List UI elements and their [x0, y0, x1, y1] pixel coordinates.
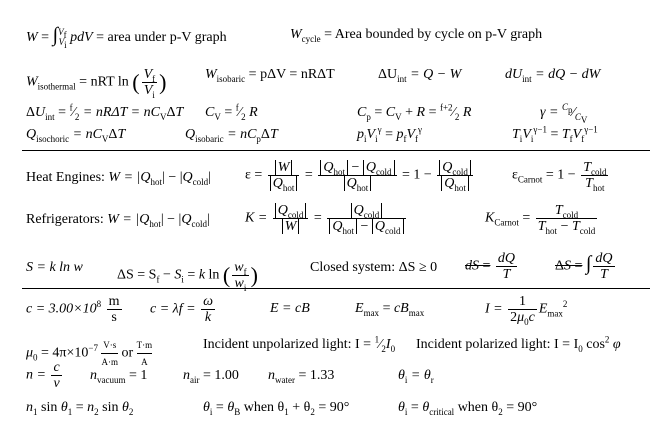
- differential-law-formula: dUint = dQ − dW: [505, 67, 601, 84]
- unit2-den: A: [141, 357, 148, 367]
- gamma-text: γ =: [540, 105, 559, 120]
- brewster-when: when θ: [243, 400, 285, 415]
- unit1-num: V·s: [101, 337, 118, 354]
- diff-law-rhs: = dQ − dW: [535, 67, 601, 82]
- first-law-rhs: = Q − W: [410, 67, 462, 82]
- refrigerators-formula: Refrigerators: W = |Qhot| − |Qcold|: [26, 212, 210, 229]
- refrigerators-label: Refrigerators:: [26, 212, 104, 227]
- cv-formula: CV = f⁄2 R: [205, 102, 258, 122]
- e-cb-text: E = cB: [270, 301, 310, 316]
- adiabatic-tv-formula: TiViγ−1 = TfVfγ−1: [512, 124, 598, 144]
- heat-engines-formula: Heat Engines: W = |Qhot| − |Qcold|: [26, 170, 211, 187]
- adiabatic-p: p: [357, 127, 364, 142]
- unpolarized-light-formula: Incident unpolarized light: I = 1⁄2I0: [203, 334, 396, 354]
- q-isochoric-formula: Qisochoric = nCVΔT: [26, 127, 126, 144]
- unit2-num: T·m: [136, 337, 153, 354]
- heat-engine-work: W = |Q: [108, 170, 151, 185]
- isobaric-work-formula: Wisobaric = pΔV = nRΔT: [205, 67, 335, 84]
- entropy-change-text: ΔS = S: [117, 267, 157, 283]
- first-law-formula: ΔUint = Q − W: [378, 67, 462, 84]
- closed-system-text: Closed system: ΔS ≥ 0: [310, 260, 438, 275]
- reflection-text: = θ: [410, 368, 431, 383]
- polarized-light-formula: Incident polarized light: I = I0 cos2 φ: [416, 334, 621, 354]
- n-air-formula: nair = 1.00: [183, 368, 239, 385]
- carnot-eps: ε: [512, 167, 518, 183]
- intensity-text: I =: [485, 301, 503, 317]
- brewster-sum: + θ: [292, 400, 311, 415]
- area-under-graph-text: = area under p-V graph: [96, 30, 227, 45]
- refractive-index-text: n =: [26, 367, 46, 383]
- e-cb-formula: E = cB: [270, 301, 310, 317]
- critical-theta: θ: [398, 400, 405, 415]
- n-water-value: = 1.33: [298, 368, 335, 383]
- cop-k: K =: [245, 210, 268, 226]
- adiabatic-t: T: [512, 127, 520, 142]
- emax-formula: Emax = cBmax: [355, 301, 425, 318]
- wave-relation-text: c = λf =: [150, 301, 196, 317]
- diff-law-du: dU: [505, 67, 523, 82]
- cp-symbol: C: [357, 105, 367, 120]
- critical-when: when θ: [457, 400, 499, 415]
- q-isobaric-formula: Qisobaric = nCpΔT: [185, 127, 278, 144]
- heat-engines-label: Heat Engines:: [26, 170, 105, 185]
- c-unit-num: m: [106, 294, 122, 310]
- cos-text: cos: [586, 337, 605, 352]
- work-cycle-text: = Area bounded by cycle on p-V graph: [324, 27, 543, 42]
- n-water-formula: nwater = 1.33: [268, 368, 335, 385]
- critical-angle-formula: θi = θcritical when θ2 = 90°: [398, 400, 538, 417]
- divider-2: [22, 288, 650, 289]
- isothermal-text: = nRT ln: [79, 74, 129, 90]
- boltzmann-entropy-formula: S = k ln w: [26, 260, 83, 276]
- brewster-formula: θi = θB when θ1 + θ2 = 90°: [203, 400, 350, 417]
- n-vacuum-value: = 1: [129, 368, 148, 383]
- du-int-text: = nRΔT = nC: [82, 105, 160, 120]
- entropy-text: S = k ln w: [26, 260, 83, 275]
- snell-n: n: [26, 400, 33, 415]
- unpolarized-text: Incident unpolarized light: I =: [203, 337, 372, 352]
- work-integral-text: pdV: [70, 30, 93, 45]
- n-air-value: = 1.00: [203, 368, 239, 383]
- adiabatic-pv-formula: piViγ = pfVfγ: [357, 124, 423, 144]
- efficiency-eps: ε =: [245, 167, 263, 183]
- c-unit-den: s: [111, 310, 117, 325]
- cp-formula: Cp = CV + R = f+2⁄2 R: [357, 102, 472, 122]
- mu-symbol: μ: [26, 345, 34, 361]
- snell-law-formula: n1 sin θ1 = n2 sin θ2: [26, 400, 134, 417]
- carnot-k: K: [485, 210, 495, 226]
- or-text: or: [121, 345, 134, 361]
- gamma-formula: γ = Cp⁄CV: [540, 102, 588, 125]
- polarized-text: Incident polarized light: I = I: [416, 337, 579, 352]
- q-isobaric-text: = nC: [227, 127, 257, 142]
- reflection-law-formula: θi = θr: [398, 368, 434, 385]
- internal-energy-formula: ΔUint = f⁄2 = nRΔT = nCVΔT: [26, 102, 184, 122]
- n-vacuum-formula: nvacuum = 1: [90, 368, 148, 385]
- refrigerator-work: W = |Q: [107, 212, 150, 227]
- isobaric-text: = pΔV = nRΔT: [248, 67, 335, 82]
- work-cycle-formula: Wcycle = Area bounded by cycle on p-V gr…: [290, 27, 543, 44]
- emax-text: E: [355, 301, 364, 316]
- q-isochoric-text: = nC: [72, 127, 102, 142]
- speed-of-light-text: c = 3.00×10: [26, 301, 97, 317]
- work-integral-formula: W = ∫VfVi pdV = area under p-V graph: [26, 24, 227, 50]
- divider-1: [22, 150, 650, 151]
- unit1-den: A·m: [101, 357, 118, 367]
- brewster-theta: θ: [203, 400, 210, 415]
- first-law-du: ΔU: [378, 67, 398, 82]
- cv-symbol: C: [205, 105, 215, 120]
- mu-value: = 4π×10: [41, 345, 89, 361]
